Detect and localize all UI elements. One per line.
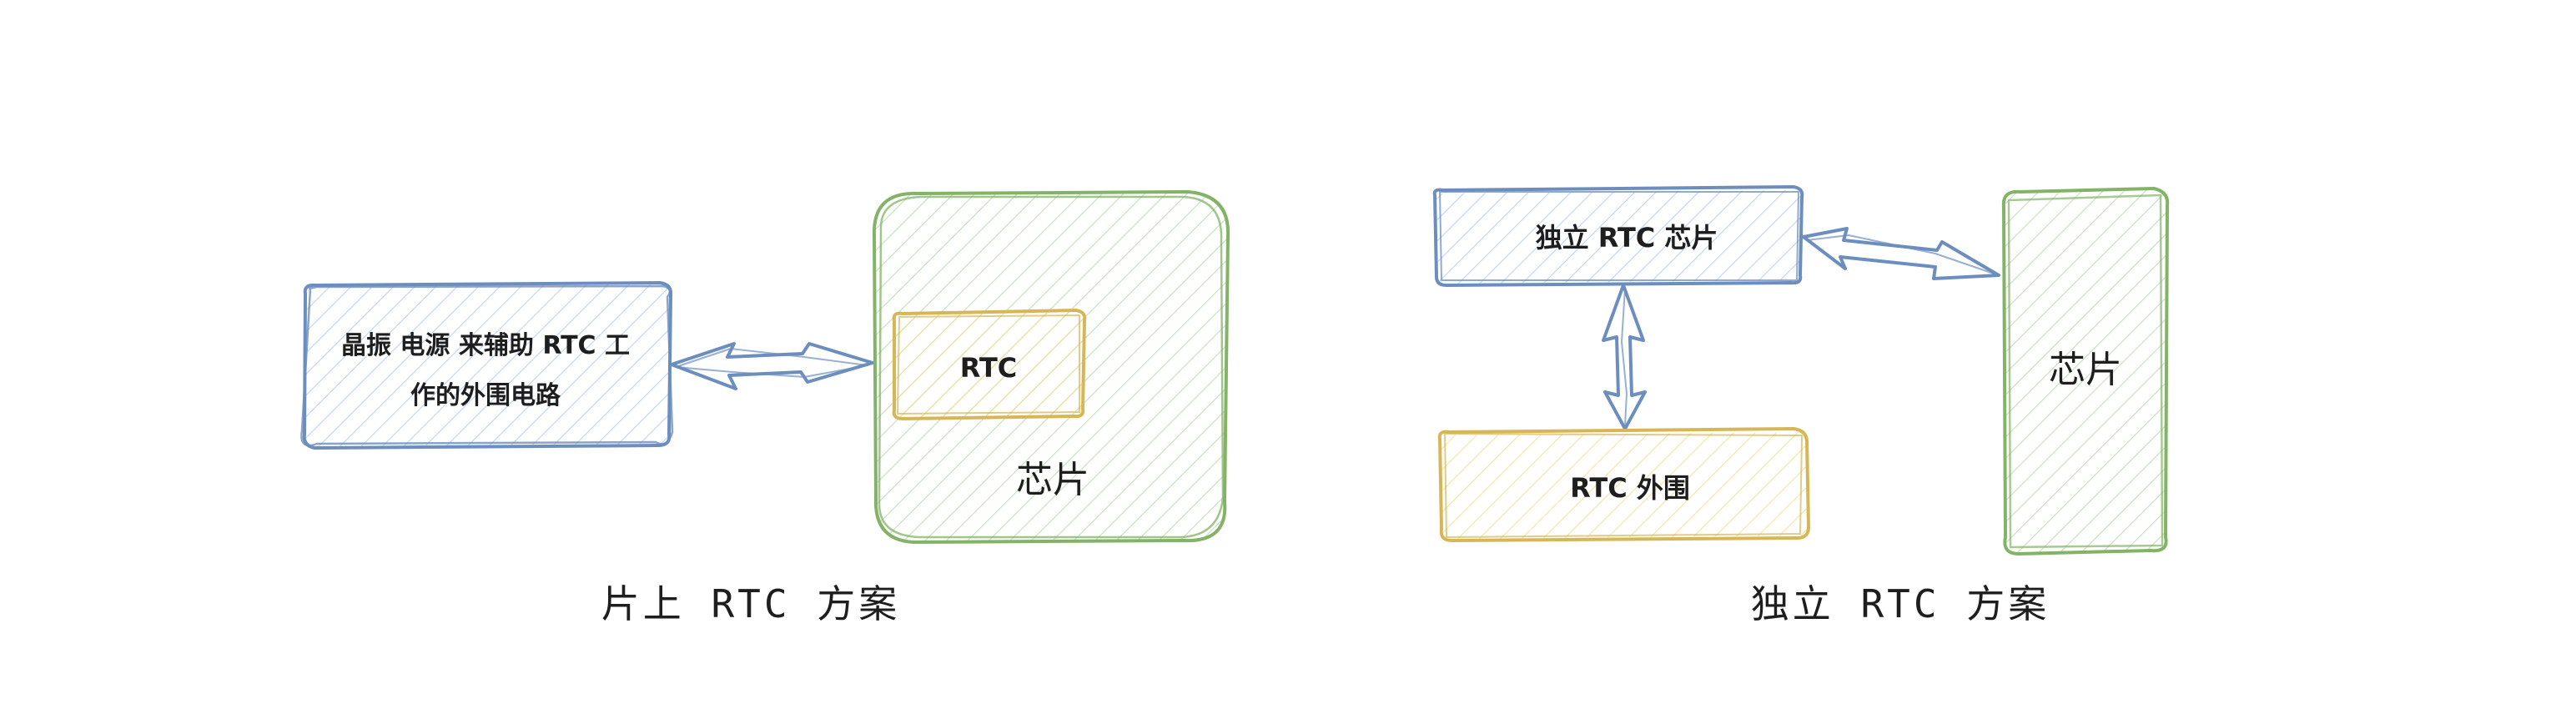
right-chip-box: 芯片	[2001, 187, 2170, 556]
right-horizontal-double-arrow	[1802, 227, 2000, 280]
right-diagram-caption: 独立 RTC 方案	[1751, 581, 2050, 626]
rtc-chip-label: 独立 RTC 芯片	[1536, 222, 1718, 254]
rtc-peripheral-box: RTC 外围	[1437, 427, 1810, 542]
left-diagram-caption: 片上 RTC 方案	[601, 581, 900, 626]
peripheral-circuit-line1: 晶振 电源 来辅助 RTC 工	[341, 331, 630, 360]
left-chip-label: 芯片	[1016, 459, 1089, 501]
peripheral-circuit-box: 晶振 电源 来辅助 RTC 工 作的外围电路	[300, 281, 674, 450]
left-rtc-box: RTC	[892, 309, 1087, 420]
right-diagram: 独立 RTC 芯片 RTC 外围 芯片 独立 RTC 方案	[1432, 185, 2170, 626]
rtc-peripheral-label: RTC 外围	[1570, 472, 1690, 504]
left-rtc-label: RTC	[960, 352, 1018, 384]
right-vertical-double-arrow	[1602, 284, 1647, 430]
peripheral-circuit-line2: 作的外围电路	[410, 381, 561, 410]
left-diagram: 晶振 电源 来辅助 RTC 工 作的外围电路 芯片 RTC 片上 RTC 方案	[300, 190, 1230, 626]
rtc-chip-box: 独立 RTC 芯片	[1432, 185, 1804, 287]
right-chip-label: 芯片	[2049, 349, 2122, 391]
left-double-arrow	[670, 342, 874, 390]
